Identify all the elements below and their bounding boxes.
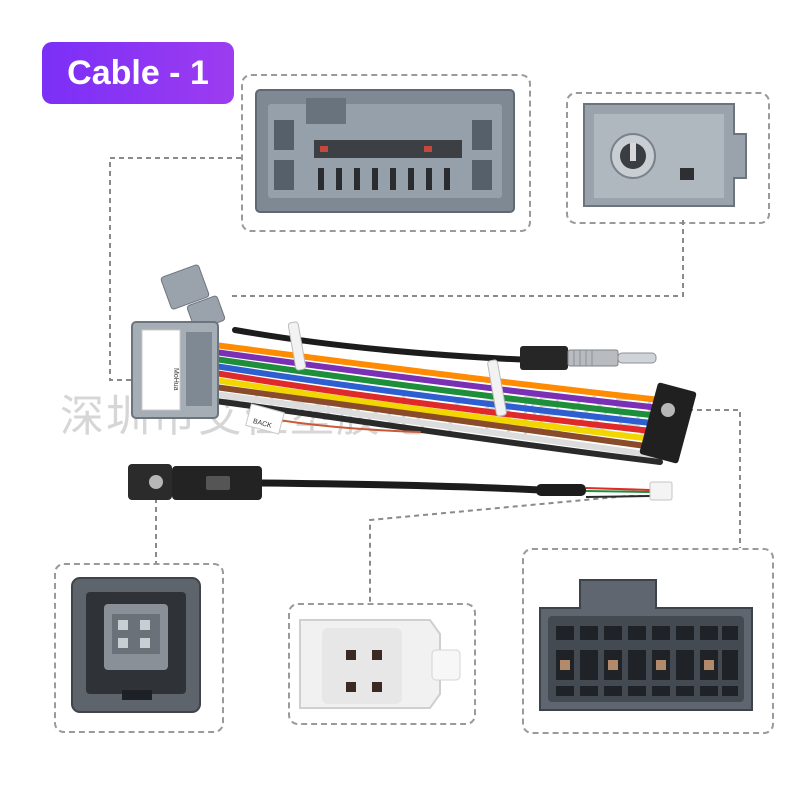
back-tag-label: BACK bbox=[252, 418, 273, 430]
antenna-connector-closeup bbox=[583, 103, 747, 207]
leader-line-main bbox=[109, 157, 241, 381]
cable-title-badge: Cable - 1 bbox=[42, 42, 234, 104]
wire-bundle bbox=[212, 327, 663, 465]
main-harness-connector: MoHua bbox=[131, 264, 226, 419]
connector-brand-label: MoHua bbox=[172, 368, 179, 391]
cable-ties bbox=[287, 321, 507, 417]
square-connector-closeup bbox=[71, 577, 201, 713]
leader-line-antenna bbox=[230, 220, 684, 297]
iso-harness-connector bbox=[639, 382, 697, 464]
leader-line-iso bbox=[670, 409, 741, 548]
antenna-plug bbox=[520, 346, 657, 370]
secondary-cable bbox=[128, 464, 673, 501]
leader-line-white bbox=[369, 491, 671, 603]
back-cable-tag: BACK bbox=[245, 403, 285, 435]
white-connector-closeup bbox=[299, 619, 461, 709]
main-connector-closeup bbox=[255, 89, 515, 213]
iso-connector-closeup bbox=[539, 579, 753, 711]
